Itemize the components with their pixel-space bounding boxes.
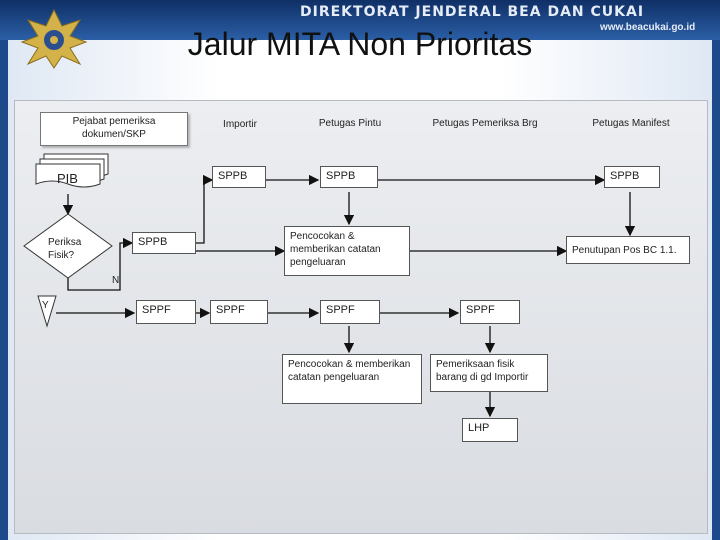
lane-header-pejabat: Pejabat pemeriksa dokumen/SKP: [40, 112, 188, 146]
sppf-pintu-doc: SPPF: [320, 300, 380, 324]
lhp-doc: LHP: [462, 418, 518, 442]
lane-header-petugas-manifest: Petugas Manifest: [592, 118, 670, 129]
website-url: www.beacukai.go.id: [600, 22, 696, 33]
y-branch-label: Y: [42, 300, 49, 311]
lane-header-petugas-pintu: Petugas Pintu: [318, 118, 382, 129]
periksa-diamond: [23, 213, 113, 279]
sppb-manifest-doc: SPPB: [604, 166, 660, 188]
pib-stack-icon: [35, 153, 109, 188]
pencocokan-box-2: Pencocokan & memberikan catatan pengelua…: [282, 354, 422, 404]
penutupan-box: Penutupan Pos BC 1.1.: [566, 236, 690, 264]
org-name: DIREKTORAT JENDERAL BEA DAN CUKAI: [300, 4, 645, 20]
arrow-n-to-sppb: [67, 237, 134, 291]
page-title: Jalur MITA Non Prioritas: [187, 26, 533, 62]
header-banner: DIREKTORAT JENDERAL BEA DAN CUKAI www.be…: [0, 0, 720, 40]
n-branch-label: N: [112, 275, 120, 286]
sppf-brg-doc: SPPF: [460, 300, 520, 324]
pemeriksaan-fisik-box: Pemeriksaan fisik barang di gd Importir: [430, 354, 548, 392]
lane-header-importir: Importir: [223, 119, 257, 130]
y-source-triangle: [37, 295, 57, 328]
pib-label: PIB: [57, 171, 78, 186]
sppb-importir-doc: SPPB: [212, 166, 266, 188]
pencocokan-box-1: Pencocokan & memberikan catatan pengelua…: [284, 226, 410, 276]
sppb-pintu-doc: SPPB: [320, 166, 378, 188]
lane-header-petugas-brg: Petugas Pemeriksa Brg: [432, 118, 538, 129]
sppf-pejabat-doc: SPPF: [136, 300, 196, 324]
arrow-sppb-to-importir: [196, 174, 214, 244]
sppb-pejabat-doc: SPPB: [132, 232, 196, 254]
bea-cukai-emblem-icon: [20, 8, 88, 69]
sppf-importir-doc: SPPF: [210, 300, 268, 324]
periksa-label: Periksa Fisik?: [48, 237, 82, 261]
